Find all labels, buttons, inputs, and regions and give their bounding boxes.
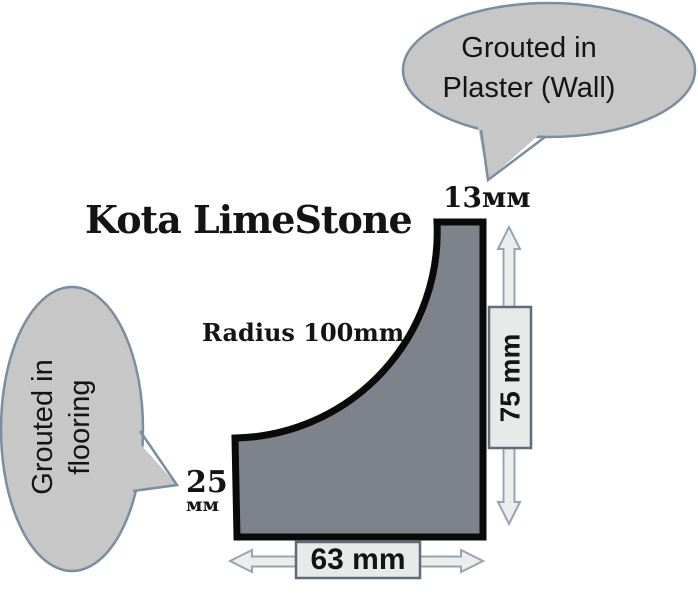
wall-callout-line2: Plaster (Wall)	[442, 72, 616, 104]
stone-profile-shape	[231, 218, 487, 541]
wall-callout-line1: Grouted in	[461, 32, 597, 64]
wall-callout-tail	[477, 122, 550, 180]
right-height-dim-box	[487, 305, 533, 450]
dim-top-width-label: 13мм	[443, 181, 531, 214]
radius-label: Radius 100mm	[202, 318, 405, 347]
wall-callout-text: Grouted in Plaster (Wall)	[404, 28, 654, 108]
bottom-width-dim-box	[294, 540, 422, 580]
dim-left-height-value: 25	[186, 465, 228, 500]
flooring-callout-line2: flooring	[64, 379, 96, 475]
dim-bottom-width-label: 63 mm	[310, 543, 406, 576]
flooring-callout-tail-outline	[132, 430, 180, 493]
flooring-callout-tail	[120, 428, 177, 492]
dim-left-height-unit: мм	[186, 494, 220, 516]
wall-callout-tail-outline	[479, 129, 546, 183]
wall-callout-bubble	[401, 1, 697, 139]
dim-left-height-label: 25 мм	[186, 468, 228, 515]
wall-callout	[401, 1, 697, 183]
flooring-callout-text: Grouted in flooring	[25, 317, 117, 537]
flooring-callout	[0, 285, 180, 573]
page-title: Kota LimeStone	[85, 197, 413, 242]
flooring-callout-line1: Grouted in	[27, 359, 59, 495]
flooring-callout-bubble	[0, 285, 145, 573]
dim-right-height-label: 75 mm	[494, 333, 526, 423]
